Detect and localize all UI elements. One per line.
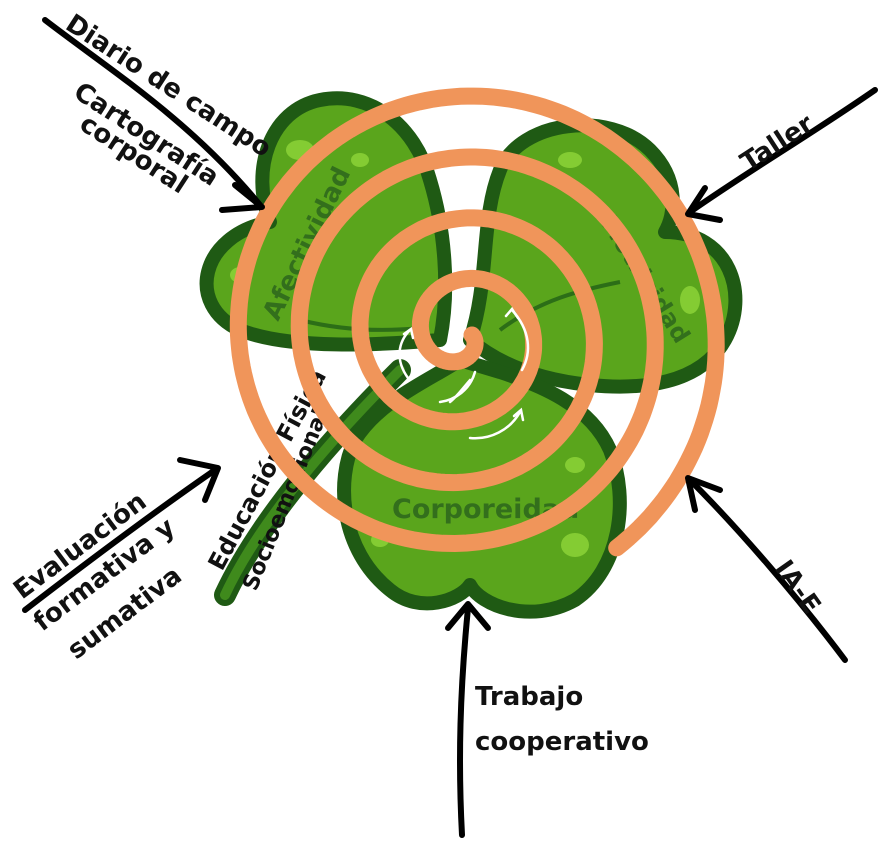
arrow-evaluacion [25,460,218,610]
cooperativo-label: cooperativo [475,727,649,757]
ia-e-label: IA-E [768,555,826,620]
arrow-trabajo-cooperativo [448,604,488,835]
trabajo-label: Trabajo [475,682,583,712]
arrow-ia-e [688,478,845,660]
taller-label: Taller [735,109,819,178]
